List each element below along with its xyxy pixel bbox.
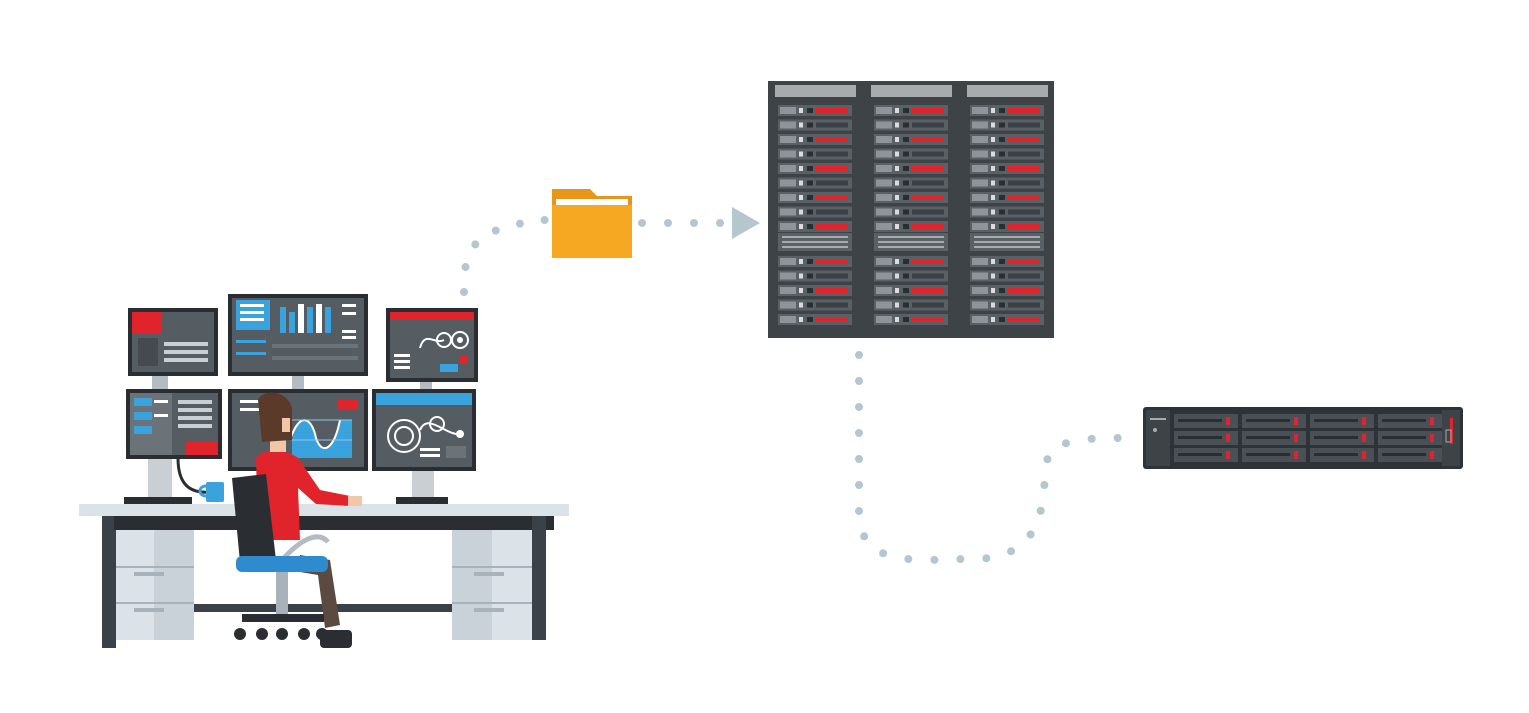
connector-operator-to-folder: [460, 216, 549, 296]
rack-unit: [970, 134, 1044, 145]
rack-unit: [874, 285, 948, 296]
coffee-mug-icon: [198, 482, 224, 502]
rack-unit: [970, 285, 1044, 296]
rack-unit: [970, 221, 1044, 232]
operator-person: [256, 392, 362, 648]
rack-unit: [970, 192, 1044, 203]
rack-unit: [874, 299, 948, 311]
rack-unit: [874, 119, 948, 131]
rack-unit: [970, 314, 1044, 325]
monitor-bottom-right: [372, 389, 476, 471]
rack-unit: [970, 163, 1044, 174]
rack-unit: [778, 192, 852, 203]
rack-unit: [874, 134, 948, 145]
rack-unit: [778, 177, 852, 189]
arrow-head-icon: [732, 207, 760, 239]
rack-unit: [970, 270, 1044, 282]
rack-unit: [970, 256, 1044, 267]
rack-unit: [970, 299, 1044, 311]
rack-storage-unit-icon: [1143, 407, 1463, 469]
rack-unit: [970, 177, 1044, 189]
monitor-bottom-center: [228, 389, 368, 471]
rack-unit: [778, 105, 852, 116]
rack-unit: [874, 256, 948, 267]
monitor-top-center: [228, 294, 368, 376]
rack-unit: [874, 314, 948, 325]
operator-workstation-icon: [79, 294, 569, 648]
rack-unit: [874, 163, 948, 174]
rack-unit: [778, 299, 852, 311]
rack-unit: [970, 206, 1044, 218]
monitor-bottom-left: [126, 389, 222, 459]
rack-unit: [970, 119, 1044, 131]
rack-unit: [970, 148, 1044, 160]
monitor-top-right: [386, 308, 478, 382]
rack-unit: [874, 177, 948, 189]
rack-unit: [874, 105, 948, 116]
rack-unit: [874, 192, 948, 203]
folder-icon: [552, 189, 632, 258]
connector-rack-to-storage: [855, 351, 1122, 565]
rack-unit: [874, 206, 948, 218]
rack-unit: [778, 163, 852, 174]
office-chair: [232, 474, 330, 640]
connector-lines: [460, 207, 1122, 565]
rack-unit: [874, 270, 948, 282]
rack-unit: [778, 285, 852, 296]
rack-unit: [778, 270, 852, 282]
rack-unit: [778, 206, 852, 218]
rack-unit: [778, 221, 852, 232]
rack-unit: [778, 148, 852, 160]
rack-unit: [778, 256, 852, 267]
rack-unit: [874, 221, 948, 232]
server-rack-icon: [768, 81, 1054, 338]
rack-unit: [778, 119, 852, 131]
rack-unit: [970, 105, 1044, 116]
rack-unit: [778, 314, 852, 325]
monitor-top-left: [128, 308, 218, 376]
rack-unit: [874, 148, 948, 160]
rack-unit: [778, 134, 852, 145]
